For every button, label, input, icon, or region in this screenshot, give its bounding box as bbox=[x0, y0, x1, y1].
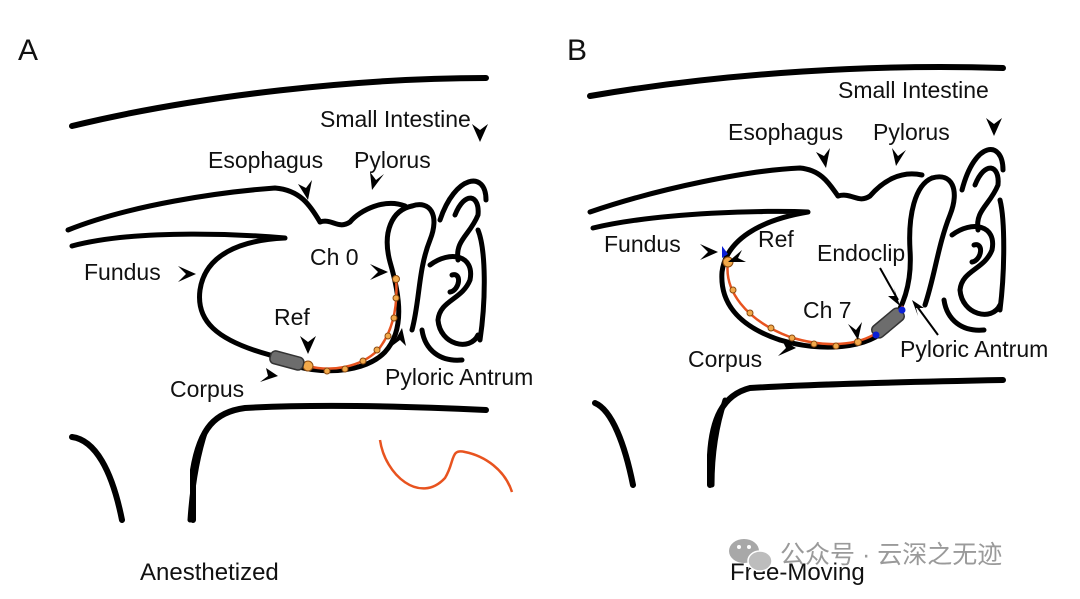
panel-a-label-esophagus: Esophagus bbox=[208, 147, 323, 173]
panel-a-label-ch: Ch 0 bbox=[310, 244, 359, 270]
panel-b-arrow-endoclip bbox=[888, 288, 900, 306]
panel-a-condition: Anesthetized bbox=[140, 559, 279, 586]
panel-b-esophagus-upper bbox=[587, 165, 841, 215]
panel-b: B bbox=[567, 34, 1048, 586]
panel-b-letter: B bbox=[567, 34, 587, 67]
panel-b-pylorus-wall bbox=[835, 171, 925, 202]
panel-a-electrode-contacts bbox=[323, 275, 400, 375]
panel-b-arrow-small-intestine bbox=[986, 118, 1002, 136]
panel-b-device-clip-lower bbox=[872, 331, 880, 339]
watermark-text: 公众号 · 云深之无迹 bbox=[780, 541, 1002, 569]
panel-a-arrow-esophagus bbox=[298, 180, 312, 200]
panel-b-leg-left bbox=[592, 400, 636, 488]
wechat-icon bbox=[729, 539, 773, 572]
panel-a-arrow-ch bbox=[370, 264, 388, 280]
panel-a-arrow-small-intestine bbox=[472, 124, 488, 142]
panel-a-label-small-intestine: Small Intestine bbox=[320, 106, 471, 132]
panel-b-label-pyloric-antrum: Pyloric Antrum bbox=[900, 336, 1048, 362]
panel-a-belly-outline bbox=[190, 402, 489, 523]
panel-a-arrow-pylorus bbox=[370, 172, 384, 190]
panel-b-arrow-ch bbox=[848, 322, 862, 340]
panel-a-label-fundus: Fundus bbox=[84, 259, 161, 285]
panel-a-loose-lead bbox=[378, 439, 514, 493]
panel-b-arrow-esophagus bbox=[816, 148, 830, 168]
panel-b-label-fundus: Fundus bbox=[604, 231, 681, 257]
panel-b-antrum-pointer bbox=[915, 304, 939, 336]
panel-b-label-esophagus: Esophagus bbox=[728, 119, 843, 145]
panel-b-antrum-wall bbox=[922, 174, 957, 308]
panel-b-intestine-coils bbox=[941, 147, 1007, 333]
panel-a-device bbox=[269, 350, 305, 371]
panel-a-arrow-fundus bbox=[178, 266, 196, 282]
panel-a-back-outline bbox=[69, 75, 489, 129]
panel-a-arrowheads bbox=[178, 124, 488, 382]
panel-b-arrowheads bbox=[700, 118, 1002, 356]
panel-b-fundus-wall bbox=[590, 208, 811, 343]
panel-b-label-corpus: Corpus bbox=[688, 346, 762, 372]
panel-a-leg-inner bbox=[187, 427, 209, 523]
panel-a-label-pyloric-antrum: Pyloric Antrum bbox=[385, 364, 533, 390]
panel-b-arrow-pyloric-antrum bbox=[912, 300, 924, 316]
panel-a-intestine-coils bbox=[419, 178, 489, 363]
panel-a-letter: A bbox=[18, 34, 38, 67]
panel-b-label-ch: Ch 7 bbox=[803, 297, 852, 323]
panel-b-belly-outline bbox=[707, 377, 1006, 488]
panel-b-label-small-intestine: Small Intestine bbox=[838, 77, 989, 103]
panel-a-label-pylorus: Pylorus bbox=[354, 147, 431, 173]
panel-a-arrow-corpus bbox=[260, 368, 278, 382]
panel-b-fundus-clip bbox=[722, 246, 728, 258]
panel-b-endoclip bbox=[898, 306, 906, 314]
panel-b-label-pylorus: Pylorus bbox=[873, 119, 950, 145]
panel-b-back-outline bbox=[587, 64, 1006, 99]
panel-b-label-endoclip: Endoclip bbox=[817, 240, 905, 266]
panel-b-leg-inner bbox=[709, 397, 728, 488]
panel-b-arrow-corpus bbox=[778, 340, 796, 356]
panel-a-antrum-wall bbox=[409, 202, 437, 333]
panel-a-fundus-wall bbox=[69, 231, 288, 358]
panel-a-arrow-pyloric-antrum bbox=[392, 328, 406, 346]
panel-a-greater-curvature bbox=[267, 203, 415, 374]
panel-a-leg-left bbox=[69, 434, 125, 523]
panel-a-label-corpus: Corpus bbox=[170, 376, 244, 402]
panel-a-esophagus-upper bbox=[65, 185, 323, 233]
panel-a-pylorus-wall bbox=[317, 200, 408, 228]
panel-b-label-ref: Ref bbox=[758, 226, 794, 252]
panel-b-arrow-fundus bbox=[700, 244, 718, 260]
watermark: 公众号 · 云深之无迹 bbox=[729, 539, 1002, 572]
panel-b-arrow-pylorus bbox=[892, 148, 906, 166]
panel-b-endoclip-pointer bbox=[879, 267, 899, 301]
panel-a-arrow-ref bbox=[300, 336, 316, 354]
panel-b-arrow-ref bbox=[728, 250, 746, 262]
panel-a: A bbox=[18, 34, 533, 586]
panel-a-label-ref: Ref bbox=[274, 304, 310, 330]
